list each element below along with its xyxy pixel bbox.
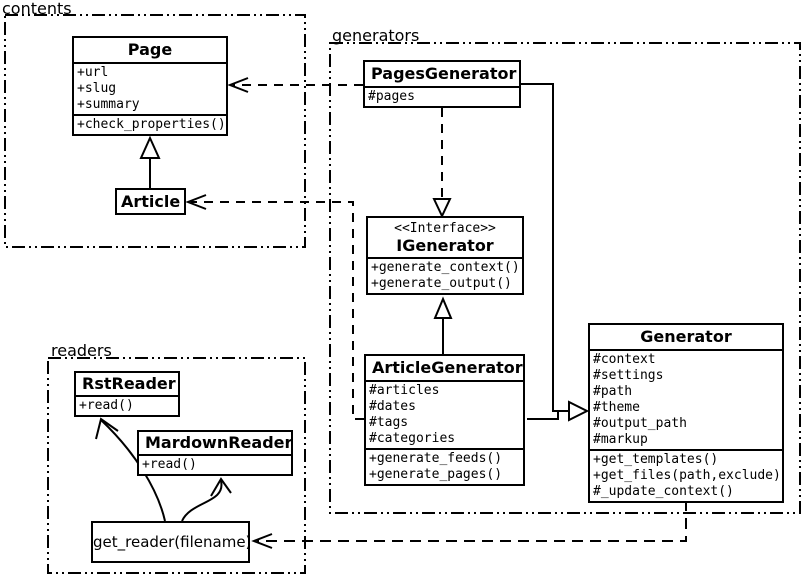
class-attribute: #theme: [593, 400, 640, 415]
inheritance-arrow-articlegenerator-to-generator: [527, 400, 590, 422]
class-name-igenerator: IGenerator: [396, 236, 494, 255]
package-border-generators: [329, 42, 801, 514]
methods-section: +get_templates() +get_files(path,exclude…: [590, 449, 782, 501]
class-name-generator: Generator: [640, 327, 732, 346]
class-method: +read(): [142, 457, 197, 472]
class-method: +generate_output(): [371, 276, 512, 291]
attributes-section: +url +slug +summary: [74, 62, 226, 114]
class-attribute: #path: [593, 384, 633, 399]
class-method: +get_templates(): [593, 452, 719, 467]
dependency-arrow-pagesgenerator-to-page: [227, 77, 363, 93]
inheritance-arrow-pagesgenerator-to-generator: [521, 83, 569, 412]
interface-stereotype: <<Interface>>: [394, 221, 496, 236]
class-box-article: Article: [115, 188, 186, 215]
class-method: +generate_pages(): [369, 467, 503, 482]
class-box-pagesgenerator: PagesGenerator #pages: [363, 60, 521, 108]
methods-section: +read(): [76, 395, 178, 415]
class-attribute: #settings: [593, 368, 664, 383]
attributes-section: #context #settings #path #theme #output_…: [590, 349, 782, 449]
attributes-section: #articles #dates #tags #categories: [366, 380, 523, 448]
class-name-articlegenerator: ArticleGenerator: [372, 358, 523, 377]
class-attribute: #articles: [369, 383, 440, 398]
function-box-get-reader: get_reader(filename): [91, 521, 251, 563]
arrow-getreader-to-mardownreader: [181, 477, 232, 522]
dependency-arrow-articlegenerator-to-article: [185, 194, 364, 420]
class-name-page: Page: [127, 40, 173, 59]
class-box-page: Page +url +slug +summary +check_properti…: [72, 36, 228, 136]
methods-section: +read(): [139, 454, 291, 474]
class-box-articlegenerator: ArticleGenerator #articles #dates #tags …: [364, 354, 525, 486]
class-box-rstreader: RstReader +read(): [74, 371, 180, 417]
class-title-igenerator: <<Interface>> IGenerator: [368, 218, 522, 257]
class-attribute: #context: [593, 352, 656, 367]
class-attribute: +slug: [77, 81, 117, 96]
class-name-rstreader: RstReader: [82, 374, 176, 393]
class-method: +check_properties(): [77, 117, 226, 132]
inheritance-arrow-article-to-page: [139, 135, 161, 188]
class-attribute: #dates: [369, 399, 416, 414]
class-box-generator: Generator #context #settings #path #them…: [588, 323, 784, 503]
class-method: +generate_feeds(): [369, 451, 503, 466]
class-attribute: #markup: [593, 432, 648, 447]
class-attribute: #categories: [369, 431, 456, 446]
class-attribute: +summary: [77, 97, 140, 112]
package-label-generators: generators: [332, 26, 420, 45]
methods-section: +generate_context() +generate_output(): [368, 257, 522, 293]
class-attribute: #output_path: [593, 416, 687, 431]
methods-section: +check_properties(): [74, 114, 226, 134]
methods-section: +generate_feeds() +generate_pages(): [366, 448, 523, 484]
class-method: #_update_context(): [593, 484, 734, 499]
class-attribute: #tags: [369, 415, 409, 430]
class-method: +read(): [79, 398, 134, 413]
class-method: +get_files(path,exclude): [593, 468, 781, 483]
class-method: +generate_context(): [371, 260, 520, 275]
package-border-contents: [4, 14, 306, 248]
class-box-igenerator: <<Interface>> IGenerator +generate_conte…: [366, 216, 524, 295]
class-attribute: #pages: [368, 89, 415, 104]
attributes-section: #pages: [365, 86, 519, 106]
realization-arrow-pagesgenerator-to-igenerator: [432, 108, 452, 219]
class-name-pagesgenerator: PagesGenerator: [371, 64, 517, 83]
class-box-mardownreader: MardownReader +read(): [137, 430, 293, 476]
class-name-article: Article: [121, 192, 181, 211]
class-attribute: +url: [77, 65, 109, 80]
inheritance-arrow-articlegenerator-to-igenerator: [433, 296, 453, 354]
package-label-contents: contents: [2, 0, 72, 18]
class-name-mardownreader: MardownReader: [145, 433, 293, 452]
package-border-readers: [47, 357, 306, 574]
package-label-readers: readers: [51, 341, 112, 360]
dependency-arrow-generator-to-getreader: [251, 500, 687, 549]
